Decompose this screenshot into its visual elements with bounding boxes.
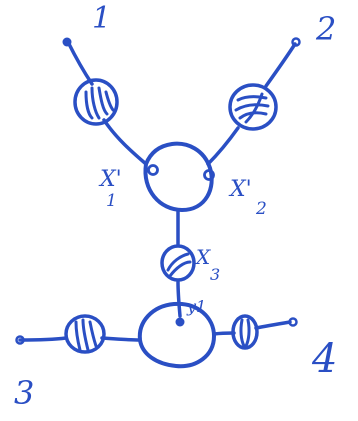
external-endpoint-1 — [62, 37, 72, 47]
label-external-3: 3 — [14, 374, 34, 412]
blob-bottom-left — [64, 314, 106, 354]
label-x2-sub: 2 — [255, 199, 267, 219]
vertex-bottom — [137, 301, 216, 369]
label-x2-main: X' — [228, 177, 252, 202]
label-x1-main: X' — [98, 167, 122, 192]
blob-x3 — [160, 244, 196, 282]
edge-external-4 — [254, 320, 292, 330]
label-external-1: 1 — [92, 1, 111, 36]
external-endpoint-2 — [291, 37, 301, 47]
vertex-bottom-port — [175, 317, 185, 327]
vertex-top-port-right — [203, 169, 215, 181]
label-x3-sub: 3 — [210, 265, 220, 284]
external-endpoint-4 — [288, 317, 298, 327]
diagram-labels: 1 2 3 4 X' 1 X' 2 X 3 y1 — [14, 1, 337, 412]
edge-blob1-to-top-vertex — [102, 118, 148, 166]
edge-blob3-to-bottom-vertex — [100, 336, 142, 342]
edge-external-1 — [66, 40, 94, 86]
label-y1: y1 — [186, 297, 206, 316]
edge-external-2 — [264, 42, 297, 88]
vertex-top-port-left — [147, 164, 159, 176]
blob-top-left — [73, 78, 119, 126]
blob-top-right — [228, 83, 278, 131]
edge-x3-to-bottom-vertex — [176, 280, 182, 318]
label-external-2: 2 — [315, 10, 336, 48]
label-x1-sub: 1 — [106, 191, 117, 211]
blob-bottom-right — [231, 314, 259, 350]
vertex-top — [143, 141, 215, 212]
external-endpoints — [15, 37, 301, 345]
edge-external-3 — [18, 336, 68, 342]
edge-blob2-to-top-vertex — [206, 126, 240, 166]
label-external-4: 4 — [311, 336, 337, 382]
external-endpoint-3 — [15, 335, 25, 345]
label-x3-main: X — [194, 245, 211, 269]
edge-bottom-vertex-to-blob4 — [212, 331, 236, 336]
